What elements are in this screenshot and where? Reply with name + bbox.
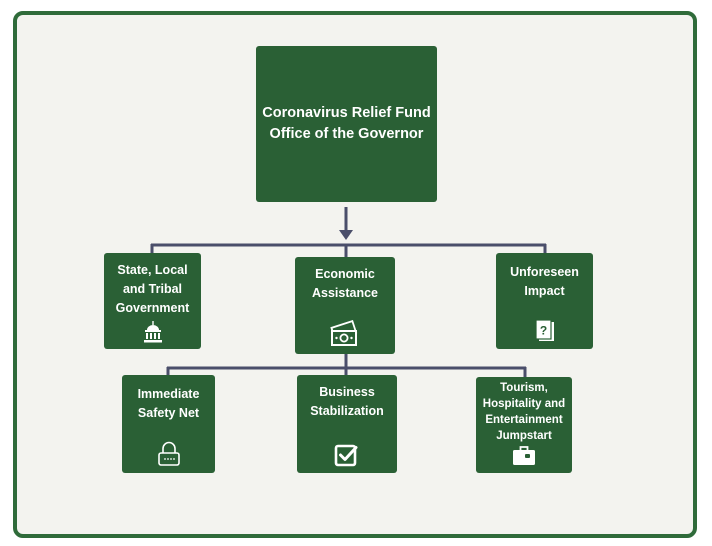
node-label-line: State, Local	[117, 263, 188, 277]
node-label-line: and Tribal	[122, 282, 183, 296]
suitcase-icon	[511, 445, 537, 467]
node-label-line: Entertainment	[485, 414, 563, 426]
node-label-line: Business	[319, 385, 375, 399]
node-label-line: Unforeseen	[510, 265, 579, 279]
node-label-line: Economic	[315, 267, 375, 281]
root-title-line2: Office of the Governor	[269, 126, 424, 142]
node-label-line: Jumpstart	[496, 430, 552, 442]
checkbox-icon	[334, 443, 360, 467]
root-title-line1: Coronavirus Relief Fund	[262, 105, 431, 121]
node-label-line: Impact	[524, 284, 565, 298]
node-label-line: Stabilization	[310, 404, 384, 418]
node-tourism-hospitality-entertainment: Tourism, Hospitality and Entertainment J…	[476, 377, 572, 473]
node-immediate-safety-net: Immediate Safety Net	[122, 375, 215, 473]
node-label-line: Tourism,	[500, 382, 548, 394]
node-economic-assistance: Economic Assistance	[295, 257, 395, 354]
svg-text:?: ?	[539, 324, 546, 338]
lock-icon	[157, 441, 181, 467]
node-label-line: Safety Net	[137, 406, 200, 420]
money-icon	[330, 320, 360, 348]
node-relief-fund: Coronavirus Relief Fund Office of the Go…	[256, 46, 437, 202]
node-business-stabilization: Business Stabilization	[297, 375, 397, 473]
root-arrow-head	[339, 230, 353, 240]
node-label-line: Immediate	[137, 387, 200, 401]
question-icon: ?	[534, 319, 556, 343]
capitol-icon	[142, 321, 164, 343]
node-label-line: Government	[115, 301, 190, 315]
node-unforeseen-impact: Unforeseen Impact ?	[496, 253, 593, 349]
node-label-line: Hospitality and	[482, 398, 566, 410]
node-state-local-tribal-government: State, Local and Tribal Government	[104, 253, 201, 349]
node-label-line: Assistance	[311, 286, 378, 300]
